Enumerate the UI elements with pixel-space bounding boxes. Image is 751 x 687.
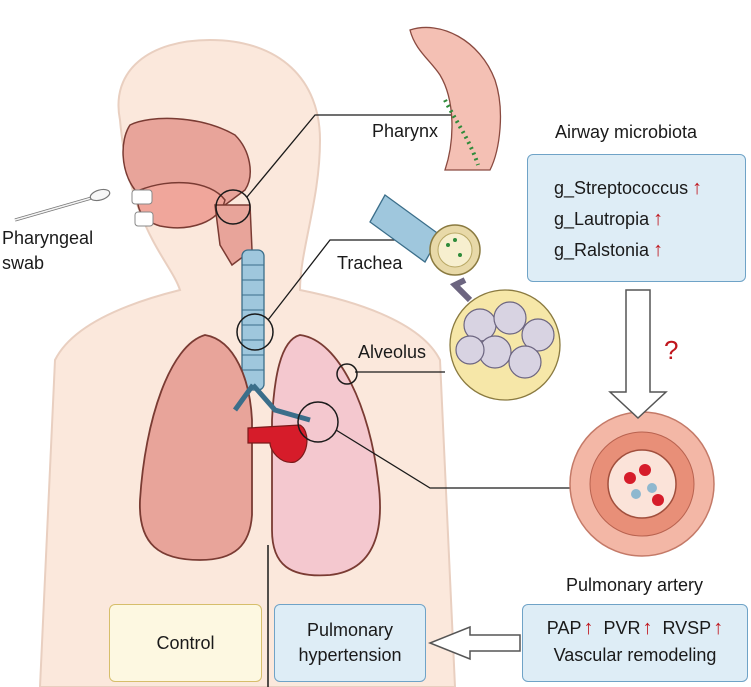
- teeth-lower: [134, 211, 154, 227]
- pulmonary-hypertension-text: Pulmonary hypertension: [298, 620, 402, 665]
- airway-microbiota-label: Airway microbiota: [555, 122, 698, 142]
- right-lung: [271, 334, 381, 577]
- control-text: Control: [156, 632, 215, 653]
- increase-arrow-icon: ↑: [653, 208, 664, 230]
- trachea-inset: [369, 194, 481, 276]
- question-mark: ?: [664, 335, 679, 365]
- trachea-illustration: [241, 249, 265, 391]
- teeth-upper: [131, 189, 153, 205]
- measures-to-ph-arrow: [427, 625, 521, 661]
- ph-measures-box: PAP↑PVR↑RVSP↑ Vascular remodeling: [522, 604, 748, 682]
- artery-leader: [335, 429, 600, 489]
- alveolus-inset: [449, 277, 561, 401]
- pharynx-zoom-circle: [215, 189, 251, 225]
- vascular-remodeling-text: Vascular remodeling: [553, 645, 717, 665]
- ph-measure-name: PAP: [546, 618, 582, 638]
- nasal-cavity: [122, 117, 251, 206]
- ph-measure-name: PVR: [603, 618, 641, 638]
- artery-zoom-circle: [297, 401, 339, 443]
- airway-microbiota-box: g_Streptococcus↑g_Lautropia↑g_Ralstonia↑: [527, 154, 746, 282]
- increase-arrow-icon: ↑: [692, 177, 703, 199]
- pharynx-label: Pharynx: [372, 121, 439, 141]
- microbiota-item-name: g_Lautropia: [554, 209, 650, 229]
- trachea-zoom-circle: [236, 313, 274, 351]
- pulmonary-hypertension-box: Pulmonary hypertension: [274, 604, 426, 682]
- ph-measure-name: RVSP: [662, 618, 712, 638]
- ph-measures-line: PAP↑PVR↑RVSP↑: [523, 617, 747, 640]
- control-box: Control: [109, 604, 262, 682]
- swab-icon: [14, 188, 111, 222]
- pharyngeal-swab-label: Pharyngeal swab: [2, 228, 94, 273]
- microbiota-item: g_Ralstonia↑: [554, 239, 745, 262]
- trachea-label: Trachea: [337, 253, 403, 273]
- artery-cross-section: [569, 411, 715, 557]
- microbiota-to-artery-arrow: [608, 289, 668, 420]
- alveolus-label: Alveolus: [358, 342, 427, 362]
- pharynx-leader: [246, 114, 465, 198]
- alveolus-zoom-circle: [336, 363, 358, 385]
- increase-arrow-icon: ↑: [642, 617, 653, 639]
- ph-measure-item: PVR↑: [603, 617, 653, 639]
- ph-measure-item: PAP↑: [546, 617, 594, 639]
- microbiota-list: g_Streptococcus↑g_Lautropia↑g_Ralstonia↑: [554, 177, 745, 262]
- pulmonary-artery-vessel: [247, 424, 308, 463]
- increase-arrow-icon: ↑: [713, 617, 724, 639]
- pharynx-inset: [409, 26, 502, 171]
- microbiota-item: g_Streptococcus↑: [554, 177, 745, 200]
- microbiota-item: g_Lautropia↑: [554, 208, 745, 231]
- microbiota-item-name: g_Ralstonia: [554, 240, 650, 260]
- increase-arrow-icon: ↑: [653, 239, 664, 261]
- increase-arrow-icon: ↑: [583, 617, 594, 639]
- pulmonary-artery-label: Pulmonary artery: [566, 575, 704, 595]
- ph-measure-item: RVSP↑: [662, 617, 724, 639]
- microbiota-item-name: g_Streptococcus: [554, 178, 689, 198]
